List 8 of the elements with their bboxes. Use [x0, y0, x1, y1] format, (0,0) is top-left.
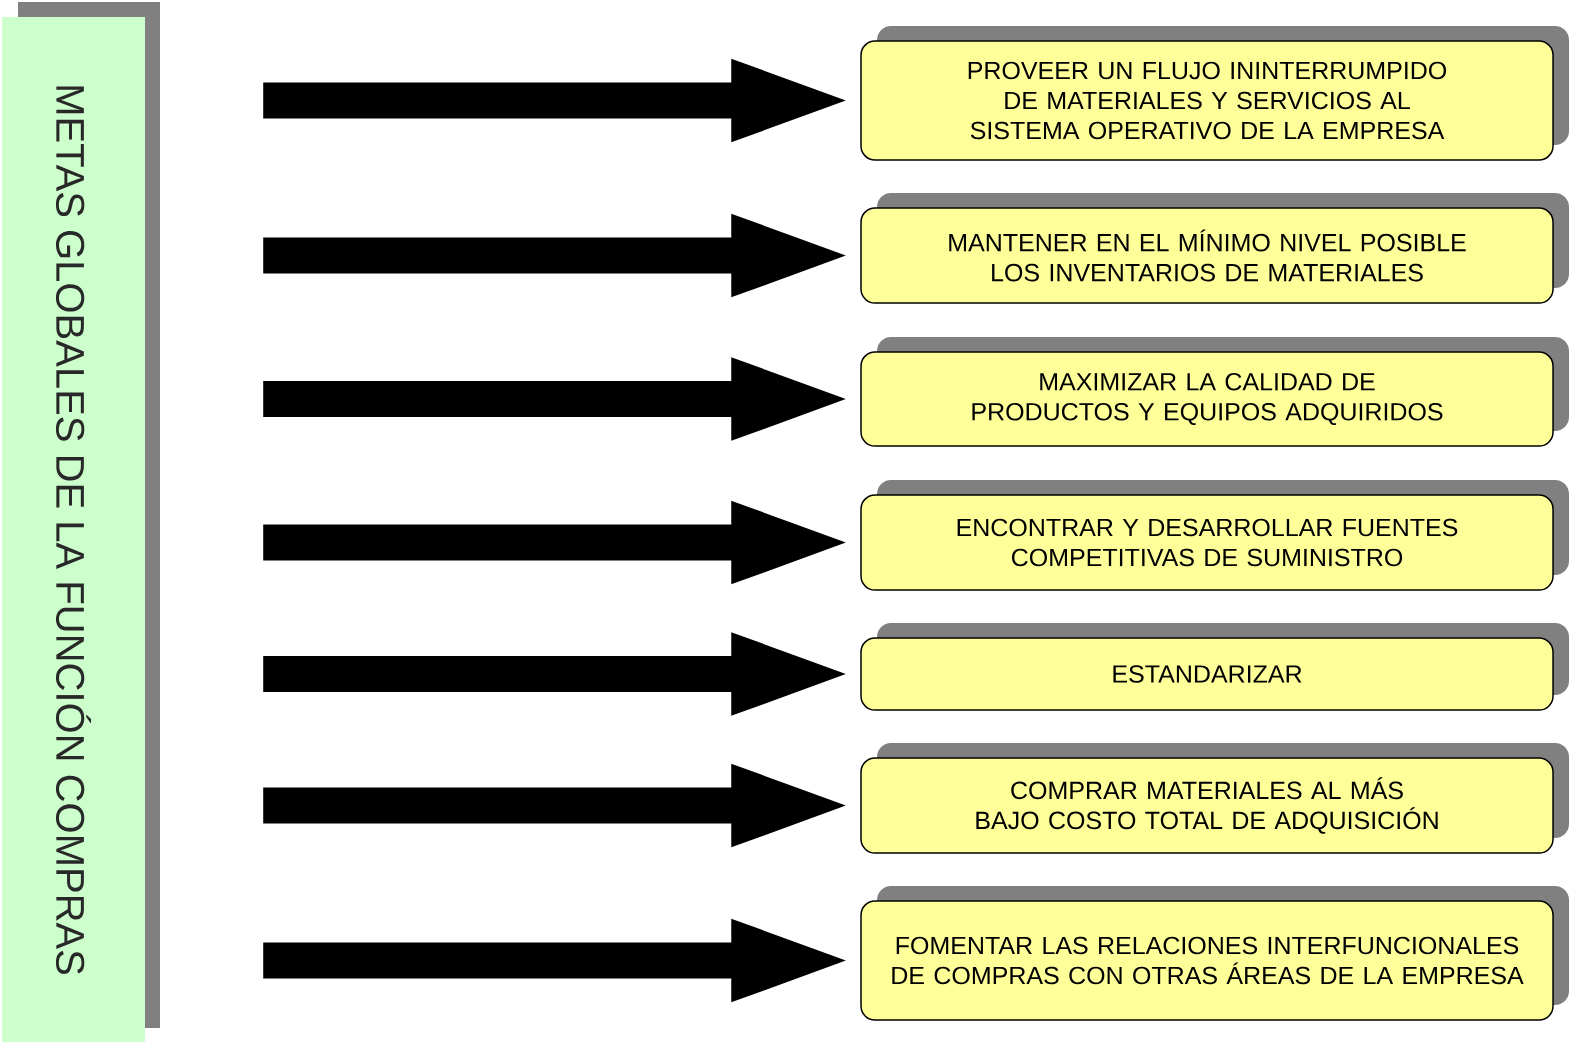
goal-box: FOMENTAR LAS RELACIONES INTERFUNCIONALES DE COMPRAS CON OTRAS ÁREAS DE LA EMPRESA: [860, 886, 1569, 1021]
goal-box: ENCONTRAR Y DESARROLLAR FUENTES COMPETITIVAS DE SUMINISTRO: [860, 480, 1569, 591]
goal-box: ESTANDARIZAR: [860, 623, 1569, 711]
goal-box: COMPRAR MATERIALES AL MÁS BAJO COSTO TOTAL DE ADQUISICIÓN: [860, 743, 1569, 854]
goal-box: MAXIMIZAR LA CALIDAD DE PRODUCTOS Y EQUIPOS ADQUIRIDOS: [860, 337, 1569, 447]
goal-box: PROVEER UN FLUJO ININTERRUMPIDO DE MATERIALES Y SERVICIOS AL SISTEMA OPERATIVO DE LA EMPRESA: [860, 26, 1569, 161]
title-band: METAS GLOBALES DE LA FUNCIÓN COMPRAS: [2, 2, 160, 1042]
goal-box: MANTENER EN EL MÍNIMO NIVEL POSIBLE LOS INVENTARIOS DE MATERIALES: [860, 193, 1569, 304]
